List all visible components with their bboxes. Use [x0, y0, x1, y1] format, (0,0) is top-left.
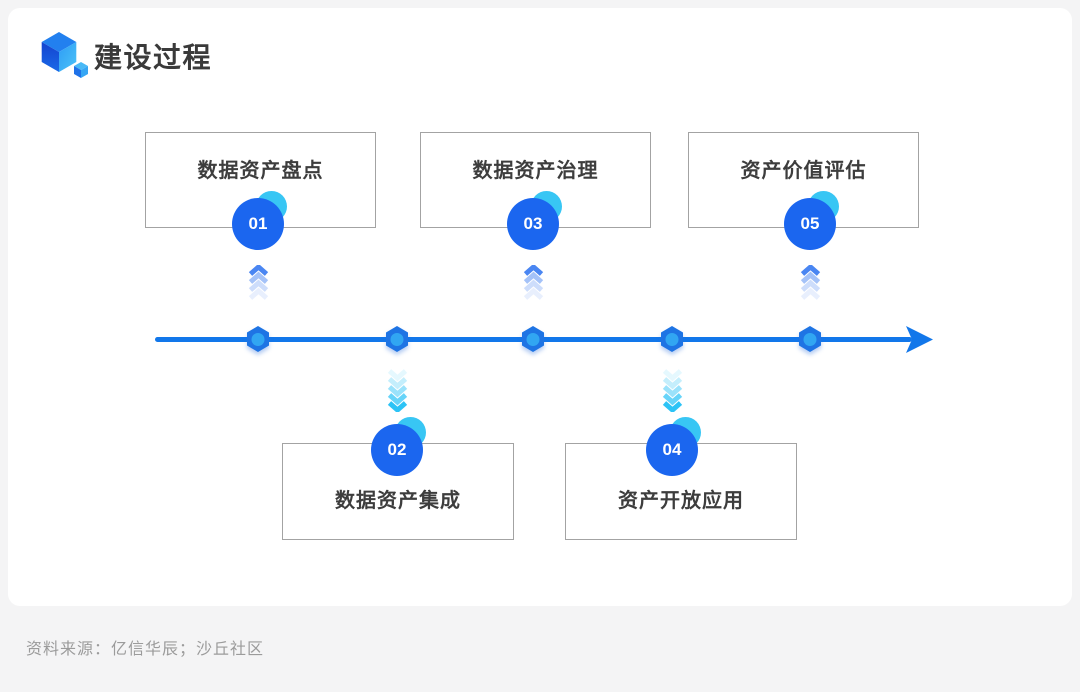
chevron-up-icon	[248, 265, 269, 300]
stage-badge-2: 02	[371, 417, 426, 476]
slide-card	[8, 8, 1072, 606]
chevron-up-icon	[523, 265, 544, 300]
stage-number-2: 02	[371, 424, 423, 476]
stage-number-5: 05	[784, 198, 836, 250]
hexagon-node-icon	[386, 326, 408, 352]
stage-label-4: 资产开放应用	[618, 490, 744, 512]
stage-badge-3: 03	[507, 191, 562, 250]
stage-label-1: 数据资产盘点	[197, 160, 324, 182]
page-title: 建设过程	[94, 42, 213, 73]
stage-label-5: 资产价值评估	[740, 160, 867, 182]
stage-badge-5: 05	[784, 191, 839, 250]
chevron-down-icon	[387, 369, 408, 412]
source-note: 资料来源：亿信华辰；沙丘社区	[26, 641, 265, 658]
hexagon-node-icon	[799, 326, 821, 352]
stage-number-1: 01	[232, 198, 284, 250]
stage-badge-1: 01	[232, 191, 287, 250]
stage-box-1: 数据资产盘点	[145, 132, 376, 228]
stage-label-3: 数据资产治理	[472, 160, 599, 182]
hexagon-node-icon	[522, 326, 544, 352]
chevron-down-icon	[662, 369, 683, 412]
hexagon-node-icon	[247, 326, 269, 352]
stage-badge-4: 04	[646, 417, 701, 476]
stage-number-4: 04	[646, 424, 698, 476]
arrowhead-icon	[906, 326, 933, 353]
chevron-up-icon	[800, 265, 821, 300]
stage-label-2: 数据资产集成	[335, 490, 461, 512]
hexagon-node-icon	[661, 326, 683, 352]
blue-cube-logo-icon	[41, 32, 88, 78]
stage-number-3: 03	[507, 198, 559, 250]
stage-box-4: 资产开放应用	[565, 443, 797, 540]
